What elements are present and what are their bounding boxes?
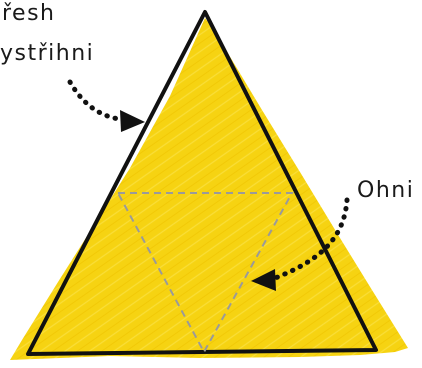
cut-arrowhead-icon	[120, 110, 145, 132]
fold-label: Ohni	[357, 178, 414, 203]
cut-label-line1: řesh	[2, 1, 56, 26]
cut-arrow	[70, 82, 126, 120]
cut-label-line2: ystřihni	[0, 41, 94, 66]
paper-fill	[10, 18, 408, 360]
